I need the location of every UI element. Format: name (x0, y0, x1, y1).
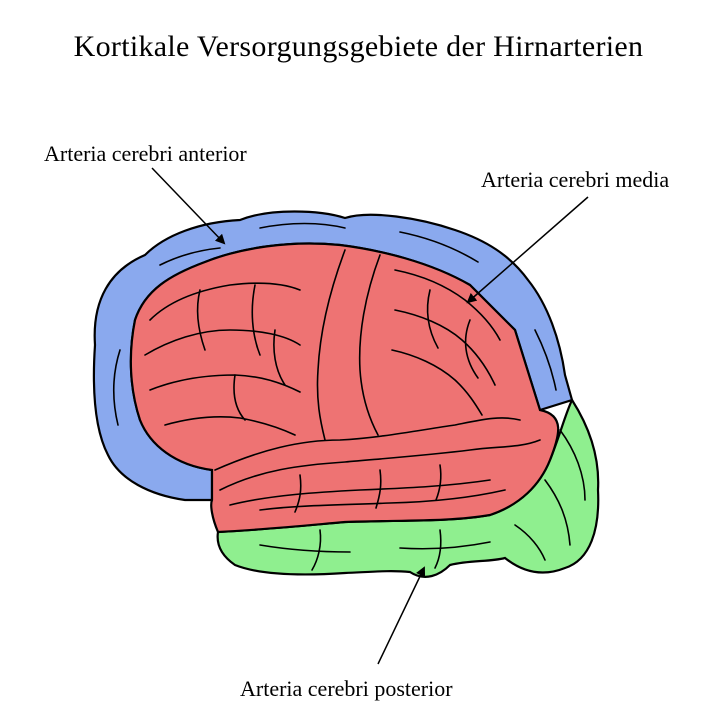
sulci-lines (112, 222, 586, 571)
media-pointer (466, 196, 589, 304)
posterior-pointer (377, 566, 426, 665)
label-media: Arteria cerebri media (481, 167, 670, 192)
label-posterior: Arteria cerebri posterior (240, 676, 453, 701)
diagram-title: Kortikale Versorgungsgebiete der Hirnart… (73, 30, 644, 63)
anterior-pointer (151, 167, 226, 245)
label-anterior: Arteria cerebri anterior (44, 141, 247, 166)
